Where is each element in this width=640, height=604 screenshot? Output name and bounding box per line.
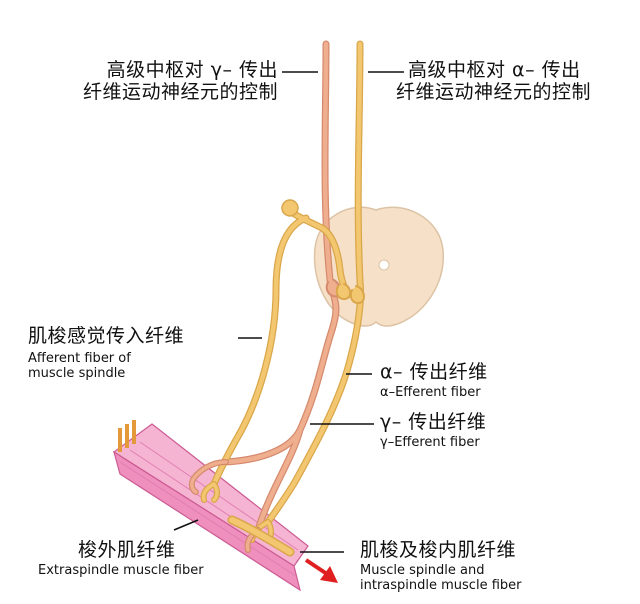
label-spindle-en1: Muscle spindle and [360, 564, 521, 579]
label-gamma-en: γ–Efferent fiber [380, 436, 486, 451]
label-alpha: α– 传出纤维 α–Efferent fiber [380, 362, 488, 401]
label-gamma-zh: γ– 传出纤维 [380, 412, 486, 434]
label-top-left-line2: 纤维运动神经元的控制 [60, 82, 278, 104]
label-top-right-line2: 纤维运动神经元的控制 [396, 82, 591, 104]
label-gamma: γ– 传出纤维 γ–Efferent fiber [380, 412, 486, 451]
label-alpha-zh: α– 传出纤维 [380, 362, 488, 384]
label-top-left-line1: 高级中枢对 γ– 传出 [60, 60, 278, 82]
stretch-arrow-head [320, 566, 338, 583]
label-extrafusal-en: Extraspindle muscle fiber [38, 564, 204, 579]
tendon-stub [132, 420, 136, 444]
label-extrafusal: 梭外肌纤维 Extraspindle muscle fiber [38, 540, 204, 579]
label-spindle-zh: 肌梭及梭内肌纤维 [360, 540, 521, 562]
label-afferent-zh: 肌梭感觉传入纤维 [28, 326, 184, 348]
label-alpha-en: α–Efferent fiber [380, 386, 488, 401]
label-top-right: 高级中枢对 α– 传出 纤维运动神经元的控制 [396, 60, 591, 104]
label-spindle: 肌梭及梭内肌纤维 Muscle spindle and intraspindle… [360, 540, 521, 594]
dorsal-root-ganglion [282, 200, 298, 216]
label-top-right-line1: 高级中枢对 α– 传出 [396, 60, 591, 82]
label-spindle-en2: intraspindle muscle fiber [360, 579, 521, 594]
afferent-synapse [337, 284, 350, 299]
tendon-stub [125, 424, 129, 448]
label-afferent-en1: Afferent fiber of [28, 352, 184, 367]
label-afferent-en2: muscle spindle [28, 367, 184, 382]
label-afferent: 肌梭感觉传入纤维 Afferent fiber of muscle spindl… [28, 326, 184, 382]
central-canal [379, 260, 389, 270]
label-extrafusal-zh: 梭外肌纤维 [38, 540, 204, 562]
tendon-stub [118, 428, 122, 452]
label-top-left: 高级中枢对 γ– 传出 纤维运动神经元的控制 [60, 60, 278, 104]
leader-extrafusal [174, 520, 198, 530]
